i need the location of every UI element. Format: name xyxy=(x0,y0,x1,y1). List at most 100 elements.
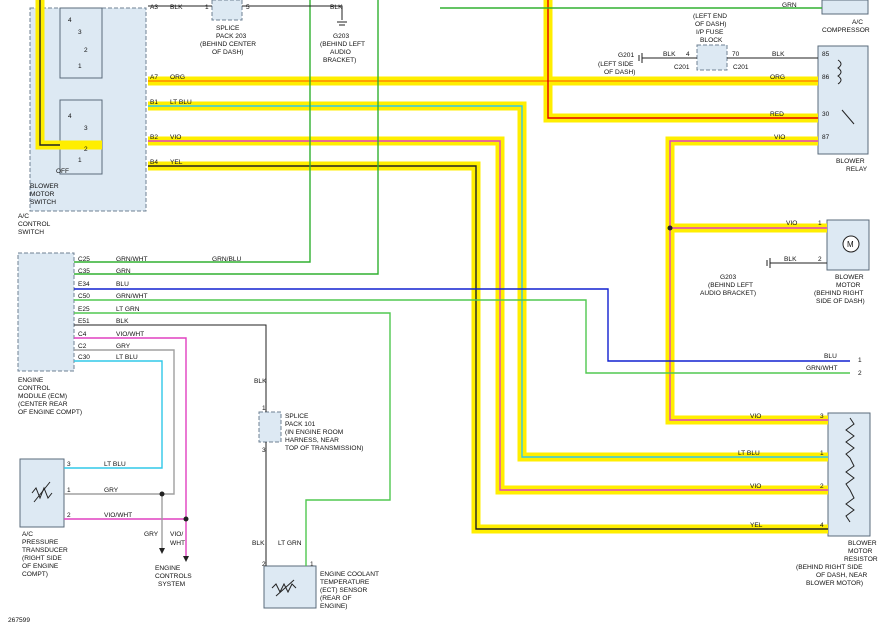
motor-line-1: BLOWER xyxy=(835,274,864,281)
rhs-pin-2: 2 xyxy=(858,370,862,377)
wire-color-res-vio2: VIO xyxy=(750,483,761,490)
pin-c35: C35 xyxy=(78,268,90,275)
wire-color-relay-vio: VIO xyxy=(774,134,785,141)
ecs-line-3: SYSTEM xyxy=(158,581,185,588)
wire-color-blk: BLK xyxy=(330,4,343,11)
transducer-line-2: PRESSURE xyxy=(22,539,59,546)
transducer-line-1: A/C xyxy=(22,531,33,538)
ect-line-5: ENGINE) xyxy=(320,603,347,610)
wire-color-motor-blk: BLK xyxy=(784,256,797,263)
wire-color-b4: YEL xyxy=(170,159,183,166)
ect-thermistor-icon xyxy=(271,582,297,594)
pin-e51: E51 xyxy=(78,318,90,325)
resistor-pin-1: 1 xyxy=(820,450,824,457)
wire-color-c35: GRN xyxy=(116,268,131,275)
sp203-line-4: OF DASH) xyxy=(212,49,244,56)
transducer-pin-2: 2 xyxy=(67,512,71,519)
ect-line-1: ENGINE COOLANT xyxy=(320,571,379,578)
sp101-line-5: TOP OF TRANSMISSION) xyxy=(285,445,363,452)
sp203-line-3: (BEHIND CENTER xyxy=(200,41,256,48)
pin-c50: C50 xyxy=(78,293,90,300)
ect-pin-2: 2 xyxy=(262,561,266,568)
pin-b4: B4 xyxy=(150,159,158,166)
wire-color-relay-red: RED xyxy=(770,111,784,118)
motor-line-2: MOTOR xyxy=(836,282,861,289)
ecm-box xyxy=(17,252,75,372)
splice-pack-101-box xyxy=(258,411,282,443)
g203-top-line-4: BRACKET) xyxy=(323,57,356,64)
ecm-line-4: (CENTER REAR xyxy=(18,401,68,408)
g203-top-line-3: AUDIO xyxy=(330,49,351,56)
g201-line-3: OF DASH) xyxy=(604,69,636,76)
relay-pin-85: 85 xyxy=(822,51,830,58)
splice-pack-203-box xyxy=(211,0,243,21)
resistor-icon xyxy=(845,417,855,523)
pin-e34: E34 xyxy=(78,281,90,288)
transducer-line-6: COMPT) xyxy=(22,571,48,578)
g201-line-2: (LEFT SIDE xyxy=(598,61,634,68)
pin-c2: C2 xyxy=(78,343,87,350)
g203-top-line-1: G203 xyxy=(333,33,349,40)
transducer-resistor-icon xyxy=(31,486,53,500)
transducer-line-3: TRANSDUCER xyxy=(22,547,68,554)
relay-pin-30: 30 xyxy=(822,111,830,118)
fuse-pin-4: 4 xyxy=(686,51,690,58)
resistor-pin-3: 3 xyxy=(820,413,824,420)
compressor-line-2: COMPRESSOR xyxy=(822,27,870,34)
sp101-line-4: HARNESS, NEAR xyxy=(285,437,339,444)
wire-color-c4: VIO/WHT xyxy=(116,331,144,338)
pin-b1: B1 xyxy=(150,99,158,106)
motor-icon xyxy=(842,235,860,253)
wire-color-grn-top: GRN xyxy=(782,2,797,9)
ect-line-3: (ECT) SENSOR xyxy=(320,587,367,594)
ecs-line-2: CONTROLS xyxy=(155,573,192,580)
resistor-pin-2: 2 xyxy=(820,483,824,490)
figure-id: 267599 xyxy=(8,617,30,624)
g203-right-line-3: AUDIO BRACKET) xyxy=(700,290,756,297)
pin-c30: C30 xyxy=(78,354,90,361)
ground-icon xyxy=(766,258,771,268)
wire-color-e51: BLK xyxy=(116,318,129,325)
fuse-pin-70: 70 xyxy=(732,51,740,58)
transducer-pin-1: 1 xyxy=(67,487,71,494)
switch-pos-off: OFF xyxy=(56,168,69,175)
resistor-line-4: (BEHIND RIGHT SIDE xyxy=(796,564,863,571)
resistor-line-1: BLOWER xyxy=(848,540,877,547)
sp101-line-1: SPLICE xyxy=(285,413,309,420)
ecm-line-3: MODULE (ECM) xyxy=(18,393,67,400)
transducer-line-4: (RIGHT SIDE xyxy=(22,555,62,562)
relay-line-1: BLOWER xyxy=(836,158,865,165)
arrow-icon xyxy=(159,548,189,562)
c201-left: C201 xyxy=(674,64,690,71)
sp101-line-2: PACK 101 xyxy=(285,421,316,428)
wire-color-res-ltblu: LT BLU xyxy=(738,450,760,457)
ecm-line-5: OF ENGINE COMPT) xyxy=(18,409,82,416)
wire-color-e34: BLU xyxy=(116,281,129,288)
motor-line-4: SIDE OF DASH) xyxy=(816,298,865,305)
wire-color-ecs-viowht-1: VIO/ xyxy=(170,531,183,538)
pin-a3: A3 xyxy=(150,4,158,11)
g203-top-line-2: (BEHIND LEFT xyxy=(320,41,365,48)
sp101-pin-3: 3 xyxy=(262,447,266,454)
ecs-line-1: ENGINE xyxy=(155,565,181,572)
switch-pos-2b: 2 xyxy=(84,146,88,153)
wire-color-e25: LT GRN xyxy=(116,306,140,313)
wire-color-c30: LT BLU xyxy=(116,354,138,361)
wire-color-rhs-grnwht: GRN/WHT xyxy=(806,365,838,372)
switch-title-1: BLOWER xyxy=(30,183,59,190)
pin-c4: C4 xyxy=(78,331,87,338)
transducer-box xyxy=(19,458,65,528)
wire-color-res-vio3: VIO xyxy=(750,413,761,420)
wire-color-tr2: VIO/WHT xyxy=(104,512,132,519)
wire-color-tr1: GRY xyxy=(104,487,119,494)
switch-title-3: SWITCH xyxy=(30,199,56,206)
wire-color-res-yel: YEL xyxy=(750,522,763,529)
splice-pin-1: 1 xyxy=(205,4,209,11)
switch-sub-2: CONTROL xyxy=(18,221,51,228)
wire-color-c25b: GRN/BLU xyxy=(212,256,242,263)
wire-color-c25: GRN/WHT xyxy=(116,256,148,263)
relay-line-2: RELAY xyxy=(846,166,868,173)
relay-pin-86: 86 xyxy=(822,74,830,81)
wire-color-ecs-gry: GRY xyxy=(144,531,159,538)
switch-pos-4b: 4 xyxy=(68,113,72,120)
